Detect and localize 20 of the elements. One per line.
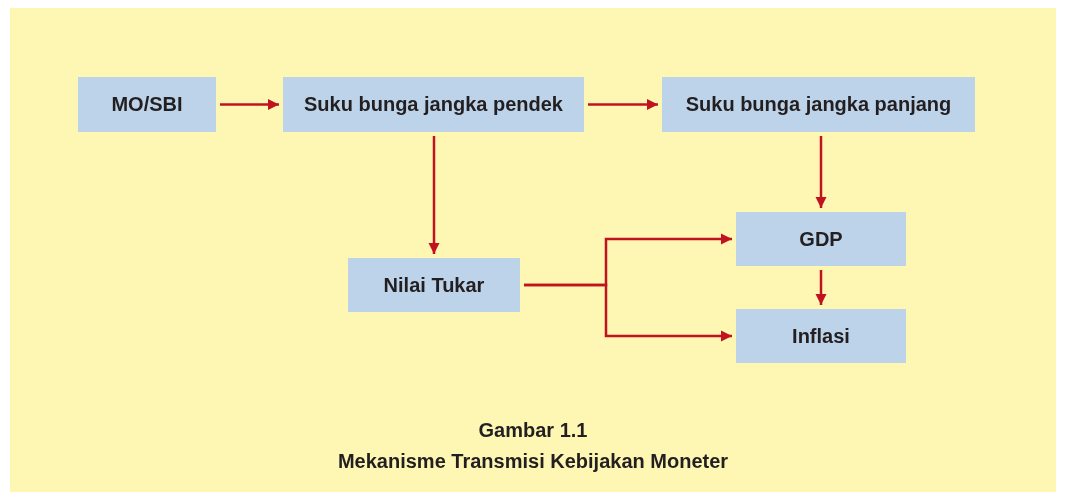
process-box [348,258,520,312]
process-box [662,77,975,132]
arrow [815,136,827,208]
box-label: MO/SBI [111,93,183,116]
arrow [524,283,732,342]
figure-caption: Mekanisme Transmisi Kebijakan Moneter [336,450,730,473]
arrow [220,98,279,111]
process-box [736,309,906,363]
process-box [78,77,216,132]
box-label: Nilai Tukar [383,273,485,297]
arrow [815,270,827,305]
box-label: Suku bunga jangka pendek [304,93,563,116]
box-label: GDP [799,227,843,251]
arrow [588,98,658,111]
arrow [428,136,440,254]
box-label: Inflasi [792,324,850,348]
box-label: Suku bunga jangka panjang [685,93,952,116]
figure-number: Gambar 1.1 [477,419,589,442]
process-box [283,77,584,132]
process-box [736,212,906,266]
